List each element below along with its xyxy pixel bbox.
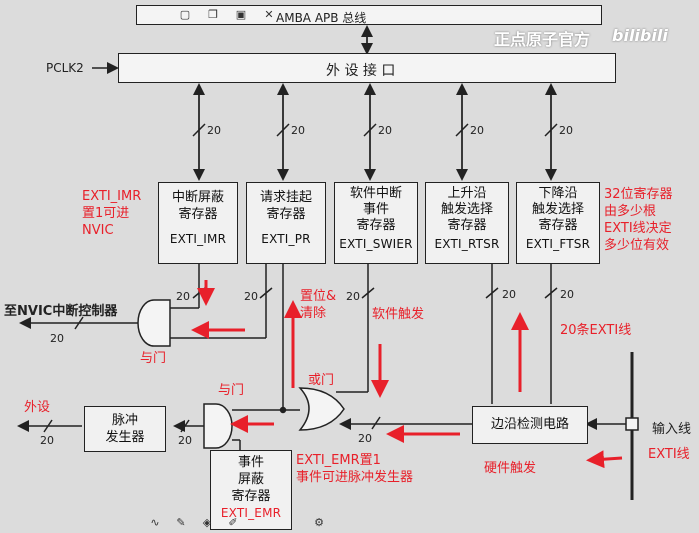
edge-detect-label: 边沿检测电路 <box>490 417 569 432</box>
save-icon[interactable]: ▣ <box>235 8 247 21</box>
eraser-icon[interactable]: ◈ <box>202 516 212 529</box>
register-imr-title: 中断屏蔽 寄存器 <box>171 190 224 222</box>
and-gate-top-label: 与门 <box>140 351 167 366</box>
bus-width-3: 20 <box>378 124 392 137</box>
width-edge-out: 20 <box>358 432 372 445</box>
register-swier: 软件中断 事件 寄存器 EXTI_SWIER <box>334 182 418 264</box>
register-rtsr: 上升沿 触发选择 寄存器 EXTI_RTSR <box>425 182 509 264</box>
register-width-note: 32位寄存器 由多少根 EXTI线决定 多少位有效 <box>604 187 673 253</box>
pr-note: 置位& 清除 <box>300 289 337 321</box>
width-imr-down: 20 <box>176 290 190 303</box>
close-icon[interactable]: ✕ <box>264 8 274 21</box>
peripheral-interface-label: 外 设 接 口 <box>326 63 396 79</box>
pen-icon[interactable]: ✎ <box>176 516 186 529</box>
register-rtsr-name: EXTI_RTSR <box>434 237 500 251</box>
or-gate-label: 或门 <box>308 373 335 388</box>
amba-bus <box>136 5 602 25</box>
copy-icon[interactable]: ❐ <box>208 8 218 21</box>
bus-links <box>192 83 558 181</box>
event-mask-name: EXTI_EMR <box>220 506 282 520</box>
peripheral-label: 外设 <box>24 400 51 415</box>
watermark-text: 正点原子官方 <box>494 30 591 49</box>
swier-note: 软件触发 <box>372 307 425 322</box>
register-imr: 中断屏蔽 寄存器 EXTI_IMR <box>158 182 238 264</box>
width-pr-down: 20 <box>244 290 258 303</box>
register-swier-name: EXTI_SWIER <box>339 237 413 251</box>
emr-note: EXTI_EMR置1 事件可进脉冲发生器 <box>296 453 414 485</box>
event-mask-title: 事件 屏蔽 寄存器 <box>231 455 271 504</box>
width-rtsr-down: 20 <box>502 288 516 301</box>
register-ftsr: 下降沿 触发选择 寄存器 EXTI_FTSR <box>516 182 600 264</box>
width-pulse-out: 20 <box>40 434 54 447</box>
width-swier-down: 20 <box>346 290 360 303</box>
register-pr-name: EXTI_PR <box>261 232 311 246</box>
bus-width-5: 20 <box>559 124 573 137</box>
pulse-generator: 脉冲 发生器 <box>84 406 166 452</box>
hw-trigger-note: 硬件触发 <box>484 461 537 476</box>
register-swier-title: 软件中断 事件 寄存器 <box>349 186 402 233</box>
bilibili-logo: bilibili <box>612 26 668 45</box>
width-ftsr-down: 20 <box>560 288 574 301</box>
register-rtsr-title: 上升沿 触发选择 寄存器 <box>440 186 493 233</box>
or-gate <box>298 387 345 431</box>
red-arrows <box>191 280 623 507</box>
bus-width-4: 20 <box>470 124 484 137</box>
register-ftsr-name: EXTI_FTSR <box>525 237 591 251</box>
nvic-label: 至NVIC中断控制器 <box>4 304 118 319</box>
amba-bus-label: AMBA APB 总线 <box>276 11 367 25</box>
bus-width-1: 20 <box>207 124 221 137</box>
wave-icon[interactable]: ∿ <box>150 516 160 529</box>
event-mask-register: 事件 屏蔽 寄存器 EXTI_EMR <box>210 450 292 530</box>
register-ftsr-title: 下降沿 触发选择 寄存器 <box>531 186 584 233</box>
bus-width-2: 20 <box>291 124 305 137</box>
edge-detect-circuit: 边沿检测电路 <box>472 406 588 444</box>
and-gate-bottom <box>203 403 233 449</box>
minimize-icon[interactable]: ▢ <box>179 8 191 21</box>
pencil-icon[interactable]: ✐ <box>228 516 238 529</box>
register-pr: 请求挂起 寄存器 EXTI_PR <box>246 182 326 264</box>
peripheral-interface <box>118 53 616 83</box>
top-toolbar: ▢ ❐ ▣ ✕ <box>178 8 276 21</box>
exti-line-note: EXTI线 <box>648 447 690 462</box>
register-wires <box>17 264 639 500</box>
bottom-toolbar: ∿ ✎ ◈ ✐ ⚙ <box>148 516 326 529</box>
and-gate-top <box>137 299 171 347</box>
pulse-generator-label: 脉冲 发生器 <box>105 413 145 445</box>
pclk-label: PCLK2 <box>46 61 84 75</box>
input-line-label: 输入线 <box>652 422 692 437</box>
imr-note: EXTI_IMR 置1可进 NVIC <box>82 189 142 238</box>
and-gate-bottom-label: 与门 <box>218 383 245 398</box>
width-gate-out: 20 <box>178 434 192 447</box>
register-imr-name: EXTI_IMR <box>169 232 227 246</box>
register-pr-title: 请求挂起 寄存器 <box>259 190 312 222</box>
gear-icon[interactable]: ⚙ <box>314 516 324 529</box>
exti-lines-note: 20条EXTI线 <box>560 323 632 338</box>
width-nvic: 20 <box>50 332 64 345</box>
